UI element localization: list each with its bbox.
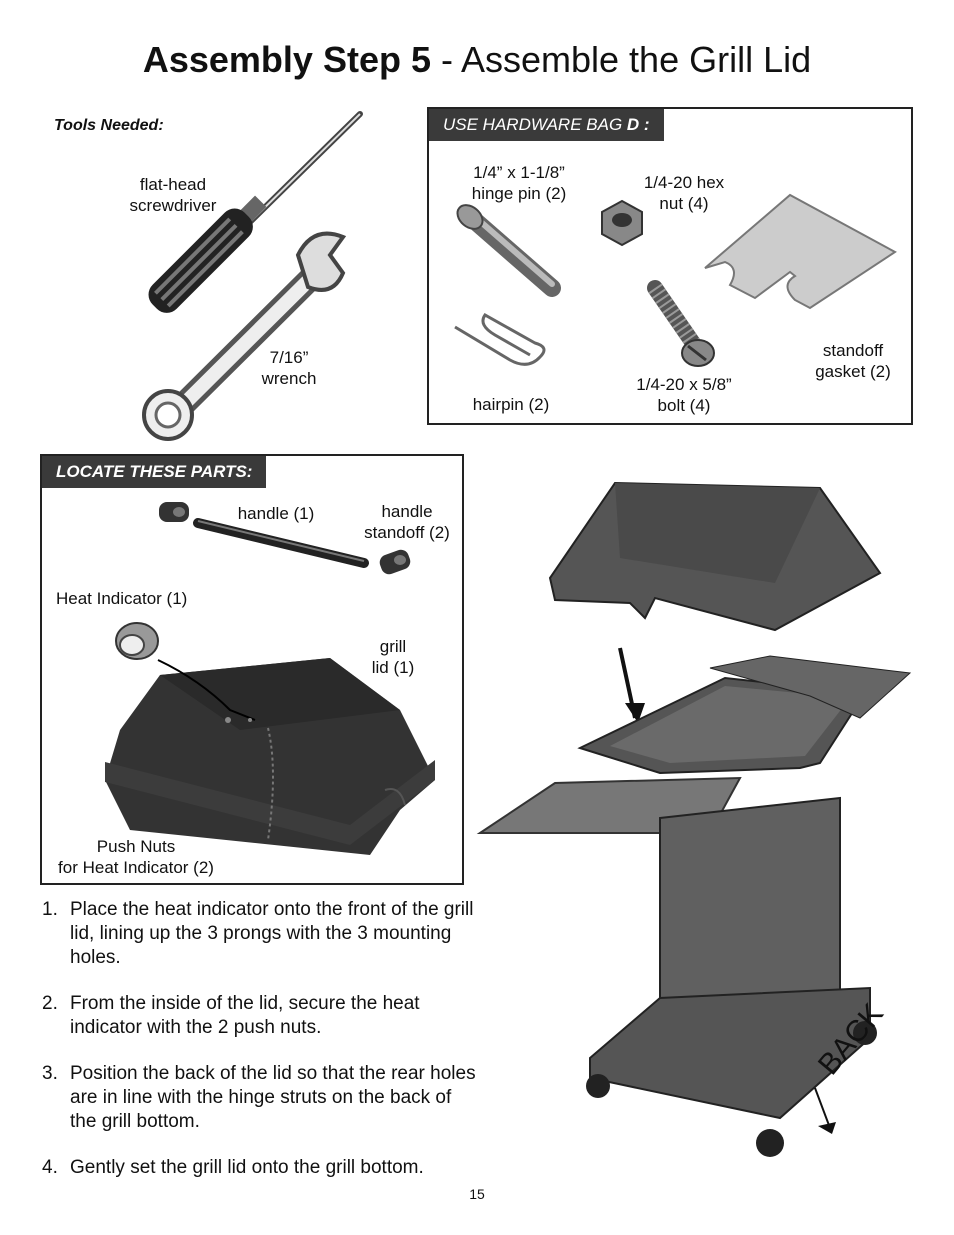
hex-nut-icon: [601, 199, 643, 247]
hairpin-icon: [454, 313, 546, 366]
heat-indicator-label: Heat Indicator (1): [56, 589, 188, 608]
grill-lid-part-icon: [105, 658, 435, 855]
heat-indicator-icon: [115, 622, 159, 660]
handle-standoff-left-icon: [159, 502, 189, 522]
page-title: Assembly Step 5 - Assemble the Grill Lid: [142, 39, 812, 80]
grill-lid-assembly-illustration: [476, 481, 912, 1157]
bolt-icon: [647, 280, 715, 367]
hinge-pin-icon: [456, 204, 561, 297]
tools-needed-heading: Tools Needed:: [54, 117, 164, 134]
screwdriver-icon: [148, 111, 363, 313]
hairpin-label: hairpin (2): [472, 395, 550, 414]
standoff-gasket-icon: [704, 193, 897, 310]
handle-icon: [193, 518, 369, 568]
bolt-label: 1/4-20 x 5/8”bolt (4): [636, 375, 732, 415]
hardware-bag-panel: USE HARDWARE BAG D :: [427, 107, 913, 425]
wrench-icon: [142, 231, 347, 441]
locate-parts-panel: LOCATE THESE PARTS:: [40, 454, 464, 885]
hardware-bag-tab: USE HARDWARE BAG D :: [429, 109, 664, 141]
page-number: 15: [469, 1186, 485, 1202]
handle-standoff-right-icon: [379, 549, 411, 575]
locate-parts-tab: LOCATE THESE PARTS:: [42, 456, 267, 488]
instruction-step-2: 2. From the inside of the lid, secure th…: [42, 993, 420, 1038]
instruction-step-4: 4. Gently set the grill lid onto the gri…: [42, 1157, 424, 1178]
instruction-step-3: 3. Position the back of the lid so that …: [42, 1063, 476, 1132]
handle-label: handle (1): [237, 504, 315, 523]
instruction-step-1: 1. Place the heat indicator onto the fro…: [42, 899, 474, 968]
wrench-label: 7/16”wrench: [261, 348, 317, 388]
hinge-pin-label: 1/4” x 1-1/8”hinge pin (2): [471, 163, 567, 203]
